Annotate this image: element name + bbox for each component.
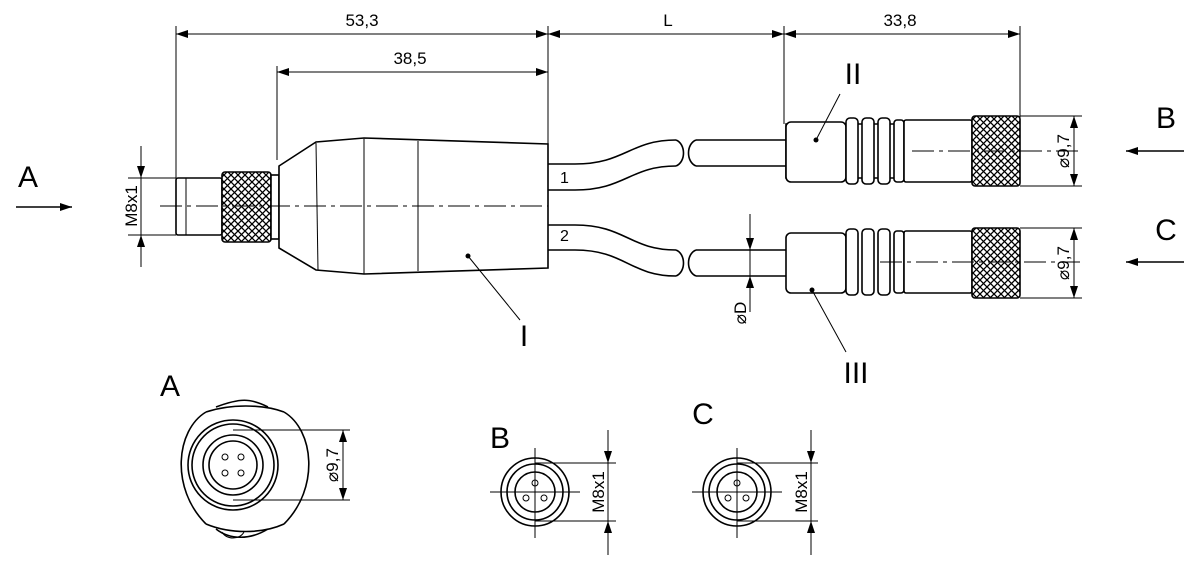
view-arrow-a: A [16, 161, 72, 211]
detail-view-c: C M8x1 [692, 398, 818, 555]
detail-c-thread-label: M8x1 [792, 471, 811, 513]
dim-38-5-label: 38,5 [393, 49, 426, 68]
diameter-c-dimension: ⌀9,7 [1020, 227, 1082, 299]
extension-lines [175, 26, 1021, 178]
cable-branch-1: 1 [548, 139, 786, 191]
leader-part-iii: III [809, 287, 869, 390]
view-arrow-b-label: B [1156, 102, 1176, 135]
part-ii-label: II [845, 58, 862, 91]
leader-part-ii: II [813, 58, 862, 143]
dim-53-3-label: 53,3 [345, 11, 378, 30]
detail-c-title: C [692, 398, 714, 431]
view-arrow-b: B [1126, 102, 1184, 155]
view-arrow-a-label: A [18, 161, 38, 194]
m8-thread-label: M8x1 [122, 185, 141, 227]
detail-b-title: B [490, 422, 510, 455]
detail-view-b: B M8x1 [490, 422, 616, 555]
female-connector-ii [785, 115, 1080, 187]
dimension-38-5: 38,5 [277, 49, 548, 76]
branch-2-label: 2 [560, 228, 569, 245]
dim-l-label: L [663, 11, 672, 30]
diameter-b-dimension: ⌀9,7 [1020, 115, 1082, 187]
male-connector [175, 171, 280, 243]
dimension-l: L [548, 11, 784, 38]
dim-33-8-label: 33,8 [883, 11, 916, 30]
detail-view-a: A ⌀9,7 [160, 370, 350, 539]
detail-b-thread-label: M8x1 [589, 471, 608, 513]
part-i-label: I [520, 320, 528, 353]
diameter-b-label: ⌀9,7 [1054, 134, 1073, 168]
part-iii-label: III [843, 357, 868, 390]
detail-a-diameter-label: ⌀9,7 [323, 448, 342, 482]
view-arrow-c: C [1126, 214, 1184, 266]
view-arrow-c-label: C [1155, 214, 1177, 247]
branch-1-label: 1 [560, 170, 569, 187]
cable-diameter-dimension: ⌀D [731, 214, 786, 324]
dimension-53-3: 53,3 [176, 11, 548, 38]
leader-part-i: I [465, 253, 528, 353]
female-connector-iii [785, 227, 1080, 299]
m8-thread-dimension: M8x1 [122, 146, 176, 267]
cable-diameter-label: ⌀D [731, 302, 750, 325]
detail-a-title: A [160, 370, 180, 403]
dimension-33-8: 33,8 [784, 11, 1020, 38]
diameter-c-label: ⌀9,7 [1054, 246, 1073, 280]
